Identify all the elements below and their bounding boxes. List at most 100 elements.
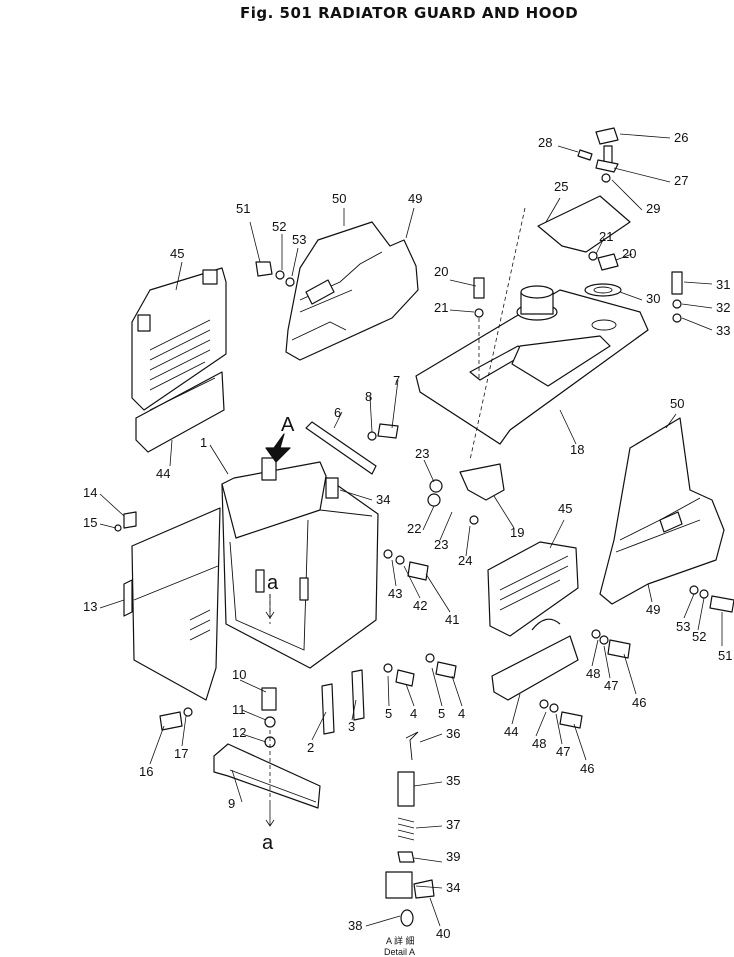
leader-line	[387, 675, 390, 707]
leader-line	[697, 597, 705, 631]
callout-26: 26	[674, 130, 688, 145]
leader-line	[149, 725, 165, 765]
leader-line	[365, 915, 401, 927]
callout-52b: 52	[692, 629, 706, 644]
leader-line	[429, 897, 441, 927]
leader-line	[611, 179, 643, 211]
ref-arrow-upper	[265, 594, 275, 619]
leader-line	[231, 769, 243, 803]
callout-44b: 44	[504, 724, 518, 739]
leader-line	[623, 653, 637, 695]
leader-line	[449, 279, 477, 287]
leader-line	[415, 885, 443, 889]
leader-line	[99, 599, 125, 609]
callout-23a: 23	[415, 446, 429, 461]
leader-line	[351, 699, 357, 721]
callout-36: 36	[446, 726, 460, 741]
leader-line	[339, 489, 373, 501]
leader-line	[181, 715, 187, 747]
leader-line	[405, 683, 415, 707]
part-bottom-bracket	[213, 743, 321, 809]
leader-line	[413, 781, 443, 787]
callout-15: 15	[83, 515, 97, 530]
leader-line	[549, 519, 565, 549]
callout-3: 3	[348, 719, 355, 734]
callout-20b: 20	[622, 246, 636, 261]
leader-line	[405, 207, 415, 239]
leader-line	[557, 145, 579, 153]
leader-lines	[99, 133, 723, 927]
ref-label-a-upper: a	[267, 572, 279, 594]
leader-line	[391, 379, 399, 429]
leader-line	[615, 253, 633, 261]
callout-6: 6	[334, 405, 341, 420]
leader-line	[683, 281, 713, 285]
callout-19: 19	[510, 525, 524, 540]
leader-line	[619, 133, 671, 139]
leader-line	[545, 197, 561, 223]
part-side-screen-left	[131, 267, 227, 411]
callout-27: 27	[674, 173, 688, 188]
part-hood	[415, 285, 649, 445]
leader-line	[241, 733, 267, 743]
callout-25: 25	[554, 179, 568, 194]
callout-14: 14	[83, 485, 97, 500]
callout-32: 32	[716, 300, 730, 315]
callout-16: 16	[139, 764, 153, 779]
leader-line	[559, 409, 577, 445]
leader-line	[239, 679, 267, 693]
callout-8: 8	[365, 389, 372, 404]
part-side-cover-upper	[285, 221, 419, 361]
callout-22: 22	[407, 521, 421, 536]
detail-label-line2: Detail A	[384, 947, 415, 957]
callout-48a: 48	[586, 666, 600, 681]
leader-line	[493, 495, 515, 529]
callout-4b: 4	[458, 706, 465, 721]
callout-17: 17	[174, 746, 188, 761]
leader-line	[647, 583, 653, 603]
part-side-cover-right	[599, 417, 725, 605]
callout-50a: 50	[332, 191, 346, 206]
callout-30: 30	[646, 291, 660, 306]
leader-line	[415, 825, 443, 829]
detail-label-line1: A 詳 細	[386, 935, 415, 946]
callout-52a: 52	[272, 219, 286, 234]
part-side-panel	[123, 507, 221, 701]
leader-line	[249, 221, 261, 263]
callout-45b: 45	[558, 501, 572, 516]
callout-24: 24	[458, 553, 472, 568]
part-lock-detail	[385, 731, 435, 927]
leader-line	[465, 525, 471, 557]
leader-line	[535, 711, 547, 737]
callout-20a: 20	[434, 264, 448, 279]
callout-38: 38	[348, 918, 362, 933]
callout-43: 43	[388, 586, 402, 601]
callout-34a: 34	[376, 492, 390, 507]
leader-line	[681, 303, 713, 309]
view-label-a: A	[281, 414, 295, 436]
part-side-screen-right	[487, 541, 579, 701]
callout-2: 2	[307, 740, 314, 755]
part-radiator-guard	[221, 457, 379, 669]
callout-53a: 53	[292, 232, 306, 247]
leader-line	[369, 396, 373, 433]
callout-51b: 51	[718, 648, 732, 663]
callout-46a: 46	[632, 695, 646, 710]
callout-49b: 49	[646, 602, 660, 617]
leader-line	[591, 639, 599, 667]
leader-line	[241, 709, 267, 721]
callout-21b: 21	[599, 229, 613, 244]
leader-line	[422, 505, 435, 531]
leader-line	[683, 593, 695, 619]
callout-48b: 48	[532, 736, 546, 751]
leader-line	[619, 291, 643, 301]
callout-11: 11	[232, 702, 246, 717]
leader-line	[603, 645, 611, 679]
callout-42: 42	[413, 598, 427, 613]
callout-29: 29	[646, 201, 660, 216]
callout-1: 1	[200, 435, 207, 450]
callout-37: 37	[446, 817, 460, 832]
figure-title: Fig. 501 RADIATOR GUARD AND HOOD	[240, 4, 578, 22]
callout-33: 33	[716, 323, 730, 338]
